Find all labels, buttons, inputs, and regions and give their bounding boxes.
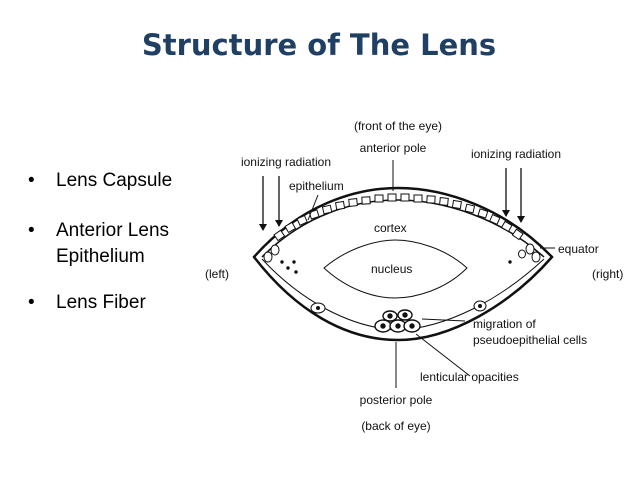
label-front: (front of the eye) [354,119,442,133]
bullet-marker: • [28,292,35,313]
label-ionizing-left: ionizing radiation [241,155,331,169]
bullet-text: Lens Fiber [56,292,146,313]
label-posterior-pole: posterior pole [360,393,433,407]
label-left: (left) [205,267,229,281]
bullet-marker: • [28,170,35,191]
bullet-text: Lens Capsule [56,170,173,191]
label-migration-1: migration of [473,317,536,331]
radiation-arrows-left [259,176,283,231]
label-ionizing-right: ionizing radiation [471,147,561,161]
equator-cells-right [508,243,541,264]
label-epithelium: epithelium [289,179,344,193]
label-nucleus: nucleus [371,262,412,276]
label-migration-2: pseudoepithelial cells [473,333,587,347]
bullet-marker: • [28,220,35,241]
bullet-lens-capsule: • Lens Capsule [28,168,226,194]
bullet-anterior-lens-epithelium: • Anterior Lens Epithelium [28,218,226,270]
epithelium-inner-line [261,199,545,258]
equator-cells-left [263,244,298,274]
bullet-lens-fiber: • Lens Fiber [28,290,226,316]
nucleus-shape [323,239,468,299]
label-equator: equator [558,242,599,256]
slide-title: Structure of The Lens [141,28,497,62]
label-anterior-pole: anterior pole [360,141,427,155]
bullet-list: • Lens Capsule • Anterior Lens Epitheliu… [28,168,226,316]
epithelial-cells [273,193,524,242]
label-opacities: lenticular opacities [420,370,519,384]
opacity-cluster [374,309,421,333]
label-right: (right) [592,267,623,281]
leader-lines [307,160,555,388]
bullet-text: Anterior Lens Epithelium [56,220,170,267]
label-back: (back of eye) [361,419,430,433]
radiation-arrows-right [502,168,525,223]
label-cortex: cortex [374,221,407,235]
migrating-cells [310,300,487,314]
